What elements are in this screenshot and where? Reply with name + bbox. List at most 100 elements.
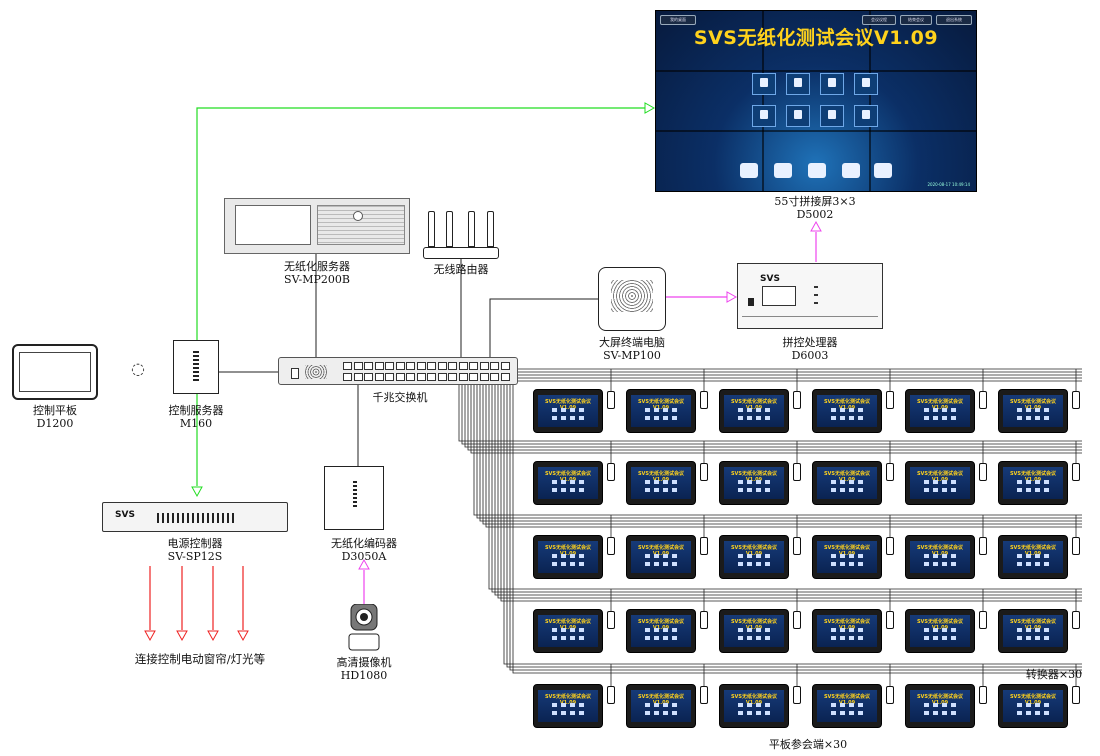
participant-tablet: SVS无纸化测试会议V1.09 (719, 389, 789, 433)
switch-port (427, 373, 436, 381)
app-tile (786, 73, 810, 95)
switch-port (458, 373, 468, 381)
tablet-wire (449, 374, 1082, 385)
switch-port (500, 373, 510, 381)
converter-icon (886, 463, 894, 481)
participant-tablet: SVS无纸化测试会议V1.09 (812, 535, 882, 579)
participant-tablet: SVS无纸化测试会议V1.09 (719, 684, 789, 728)
power-brand: SVS (115, 510, 135, 520)
converter-icon (979, 686, 987, 704)
participant-tablet: SVS无纸化测试会议V1.09 (626, 389, 696, 433)
tablet-wire (509, 385, 1082, 671)
wall-button: 会议议程 (862, 15, 896, 25)
wall-button: 我的桌面 (660, 15, 696, 25)
switch-port (437, 362, 447, 370)
participant-tablet: SVS无纸化测试会议V1.09 (626, 609, 696, 653)
converter-icon (1072, 686, 1080, 704)
converter-icon (607, 463, 615, 481)
tablet-wire (470, 385, 1082, 454)
switch-port (385, 362, 394, 370)
switch-port (490, 362, 499, 370)
processor-brand: SVS (760, 274, 780, 284)
antenna-icon (468, 211, 475, 247)
splicing-processor: SVS (737, 263, 883, 329)
converter-icon (979, 463, 987, 481)
tablet-wire (491, 385, 1082, 593)
converter-icon (793, 686, 801, 704)
tablet-screen-title: SVS无纸化测试会议V1.09 (916, 399, 964, 411)
green-wire (196, 107, 645, 340)
switch-port (364, 362, 373, 370)
participant-tablet: SVS无纸化测试会议V1.09 (998, 461, 1068, 505)
participant-tablet: SVS无纸化测试会议V1.09 (998, 609, 1068, 653)
tablet-wire (443, 368, 1082, 385)
converter-icon (1072, 463, 1080, 481)
arrow-icon (207, 630, 219, 642)
tablet-wire (482, 385, 1082, 525)
network-wire (489, 298, 598, 357)
tablet-wire (488, 385, 1082, 590)
tablet-wire (485, 385, 1082, 528)
tablet-screen-title: SVS无纸化测试会议V1.09 (823, 694, 871, 706)
tablet-screen-title: SVS无纸化测试会议V1.09 (544, 399, 592, 411)
tablet-screen-title: SVS无纸化测试会议V1.09 (544, 694, 592, 706)
switch-port (395, 362, 405, 370)
tablet-screen-title: SVS无纸化测试会议V1.09 (544, 471, 592, 483)
tablet-screen-title: SVS无纸化测试会议V1.09 (823, 619, 871, 631)
participant-tablet: SVS无纸化测试会议V1.09 (533, 389, 603, 433)
tablet-screen-title: SVS无纸化测试会议V1.09 (1009, 471, 1057, 483)
app-tile (854, 105, 878, 127)
video-wall-title: SVS无纸化测试会议V1.09 (693, 27, 939, 49)
converter-icon (1072, 611, 1080, 629)
arrow-icon (144, 630, 156, 642)
switch-port (353, 373, 363, 381)
tablet-wire (455, 380, 1082, 385)
tablet-screen-title: SVS无纸化测试会议V1.09 (916, 619, 964, 631)
converter-icon (607, 391, 615, 409)
arrow-icon (358, 558, 370, 570)
camera-icon (348, 604, 380, 651)
switch-port (469, 362, 478, 370)
wall-timestamp: 2020-08-17 10:49:14 (927, 182, 970, 187)
tablet-wire (479, 385, 1082, 522)
tablet-screen-title: SVS无纸化测试会议V1.09 (823, 471, 871, 483)
converter-icon (793, 611, 801, 629)
switch-port (385, 373, 394, 381)
power-outputs-label: 连接控制电动窗帘/灯光等 (134, 652, 266, 666)
converter-icon (793, 537, 801, 555)
tablet-screen-title: SVS无纸化测试会议V1.09 (730, 545, 778, 557)
app-tile (820, 105, 844, 127)
dock-icon (774, 163, 792, 178)
converter-icon (700, 463, 708, 481)
tablet-screen-title: SVS无纸化测试会议V1.09 (730, 694, 778, 706)
arrow-icon (237, 630, 249, 642)
participant-tablet: SVS无纸化测试会议V1.09 (533, 609, 603, 653)
paperless-encoder (324, 466, 384, 530)
antenna-icon (428, 211, 435, 247)
switch-port (427, 362, 436, 370)
participant-tablet: SVS无纸化测试会议V1.09 (719, 535, 789, 579)
tablet-wire (461, 385, 1082, 445)
participant-tablet: SVS无纸化测试会议V1.09 (812, 609, 882, 653)
participant-tablet: SVS无纸化测试会议V1.09 (905, 609, 975, 653)
participant-tablet: SVS无纸化测试会议V1.09 (533, 461, 603, 505)
converter-icon (886, 537, 894, 555)
switch-port (374, 362, 384, 370)
tablet-screen-title: SVS无纸化测试会议V1.09 (1009, 399, 1057, 411)
app-tile (752, 105, 776, 127)
participant-tablet: SVS无纸化测试会议V1.09 (905, 461, 975, 505)
wifi-icon: ◌ (131, 359, 145, 378)
converter-icon (886, 611, 894, 629)
tablet-screen-title: SVS无纸化测试会议V1.09 (730, 619, 778, 631)
tablet-wire (458, 385, 1082, 442)
arrow-icon (191, 486, 203, 498)
dock-icon (874, 163, 892, 178)
arrow-icon (176, 630, 188, 642)
arrow-icon (810, 220, 822, 232)
